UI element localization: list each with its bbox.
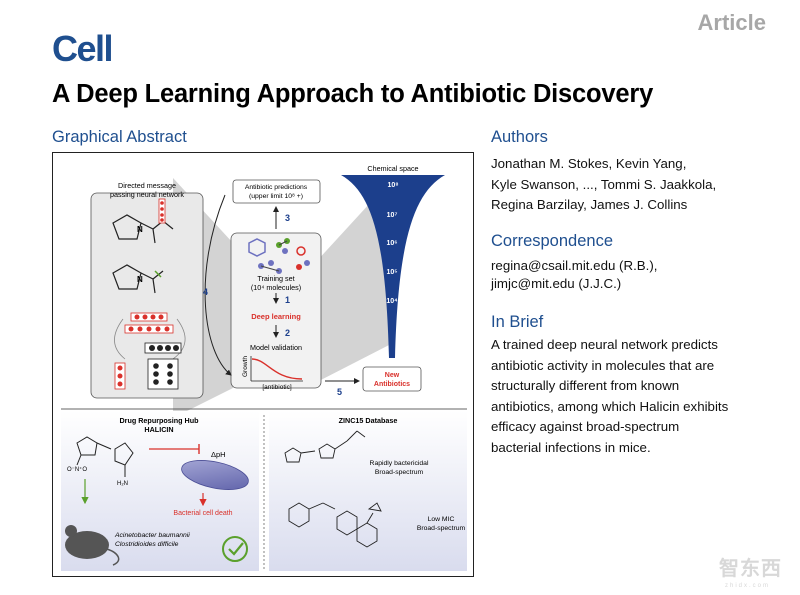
authors-heading: Authors xyxy=(491,128,548,146)
in-brief-line: structurally different from known xyxy=(491,378,680,393)
in-brief-line: antibiotics, among which Halicin exhibit… xyxy=(491,398,729,414)
correspondence-email-1[interactable]: regina@csail.mit.edu (R.B.), xyxy=(491,258,658,273)
watermark-subtext: zhidx.com xyxy=(724,583,770,589)
validation-label: Model validation xyxy=(250,343,302,352)
molecule-graph-2-icon xyxy=(112,264,164,294)
molecules-cluster-icon xyxy=(248,238,310,274)
funnel-level-4: 10⁵ xyxy=(386,269,397,276)
in-brief-line: bacterial infections in mice. xyxy=(491,439,651,455)
funnel-level-2: 10⁷ xyxy=(387,212,398,219)
chemical-space-label: Chemical space xyxy=(367,164,418,173)
in-brief-line: A trained deep neural network predicts xyxy=(491,337,718,352)
zinc-label: ZINC15 Database xyxy=(339,416,398,425)
in-brief-line: efficacy against broad-spectrum xyxy=(491,419,680,434)
zinc-molecule-1-icon xyxy=(284,430,366,463)
growth-axis-label: Growth xyxy=(242,356,249,377)
step-4: 4 xyxy=(203,287,208,297)
authors-list: Jonathan M. Stokes, Kevin Yang, Kyle Swa… xyxy=(491,154,781,216)
funnel-level-3: 10⁶ xyxy=(386,240,397,247)
authors-line: Regina Barzilay, James J. Collins xyxy=(491,197,688,212)
organism-label-2: Clostridioides difficile xyxy=(115,541,179,548)
molecule-graph-1-icon xyxy=(112,214,174,244)
training-label-2: (10⁴ molecules) xyxy=(251,283,301,292)
green-bond xyxy=(154,270,162,278)
new-antibiotics-box xyxy=(362,366,422,392)
correspondence-heading: Correspondence xyxy=(491,232,613,250)
drug-hub-label-1: Drug Repurposing Hub xyxy=(119,416,199,425)
growth-curve-plot xyxy=(250,356,303,382)
deep-learning-label: Deep learning xyxy=(251,312,301,321)
checkmark-icon xyxy=(222,536,248,562)
predictions-label-1: Antibiotic predictions xyxy=(245,184,308,191)
authors-line: Kyle Swanson, ..., Tommi S. Jaakkola, xyxy=(491,176,717,192)
step-1: 1 xyxy=(285,295,290,305)
bacterium-icon xyxy=(181,460,249,490)
step-5: 5 xyxy=(337,387,342,397)
nitrogen-label-2: N xyxy=(137,275,143,284)
in-brief-text: A trained deep neural network predicts a… xyxy=(491,335,781,458)
dmpnn-label-2: passing neural network xyxy=(110,190,184,199)
paper-title: A Deep Learning Approach to Antibiotic D… xyxy=(52,80,654,108)
funnel-level-5: 10⁴ xyxy=(386,298,398,305)
article-type-label: Article xyxy=(697,10,766,35)
training-label-1: Training set xyxy=(257,274,294,283)
cell-death-label: Bacterial cell death xyxy=(173,510,232,517)
training-panel xyxy=(230,232,322,389)
nitro-label: O⁻N⁺O xyxy=(67,466,87,473)
antibiotic-axis-label: [antibiotic] xyxy=(262,384,291,391)
connector-right xyxy=(315,178,393,383)
amine-label: H₂N xyxy=(117,481,128,487)
correspondence-emails: regina@csail.mit.edu (R.B.), jimjc@mit.e… xyxy=(491,257,781,293)
graphical-abstract-heading: Graphical Abstract xyxy=(52,128,187,146)
correspondence-email-2[interactable]: jimjc@mit.edu (J.J.C.) xyxy=(491,276,622,291)
message-vector-1 xyxy=(158,198,166,224)
predictions-box xyxy=(232,179,321,204)
chemical-space-funnel xyxy=(341,175,445,358)
predictions-label-2: (upper limit 10⁸ +) xyxy=(249,193,303,200)
in-brief-heading: In Brief xyxy=(491,313,544,331)
halicin-structure-icon xyxy=(76,436,134,477)
step-2: 2 xyxy=(285,328,290,338)
new-antibiotics-label-2: Antibiotics xyxy=(374,381,410,388)
zinc-panel xyxy=(269,411,467,571)
journal-logo: Cell xyxy=(52,28,114,69)
low-mic-label-2: Broad-spectrum xyxy=(417,525,466,532)
organism-label-1: Acinetobacter baumannii xyxy=(114,532,190,539)
network-layers-icon xyxy=(114,312,186,390)
drug-hub-label-2: HALICIN xyxy=(144,425,173,434)
nitrogen-label-1: N xyxy=(137,225,143,234)
funnel-level-1: 10⁸ xyxy=(387,182,398,189)
authors-line: Jonathan M. Stokes, Kevin Yang, xyxy=(491,156,687,171)
graphical-abstract-figure: Directed message passing neural network … xyxy=(52,152,474,577)
arrow-step-4 xyxy=(204,194,232,376)
in-brief-line: antibiotic activity in molecules that ar… xyxy=(491,357,715,373)
low-mic-label-1: Low MIC xyxy=(428,516,455,523)
mouse-icon xyxy=(65,525,120,566)
zinc-molecule-2-icon xyxy=(288,502,382,548)
watermark-logo: 智东西 xyxy=(719,558,782,580)
dmpnn-panel xyxy=(90,192,204,399)
delta-ph-label: ΔpH xyxy=(211,450,226,459)
new-antibiotics-label-1: New xyxy=(385,372,400,379)
rapid-label-1: Rapidly bactericidal xyxy=(370,460,429,467)
step-3: 3 xyxy=(285,213,290,223)
dmpnn-label-1: Directed message xyxy=(118,181,176,190)
rapid-label-2: Broad-spectrum xyxy=(375,469,424,476)
